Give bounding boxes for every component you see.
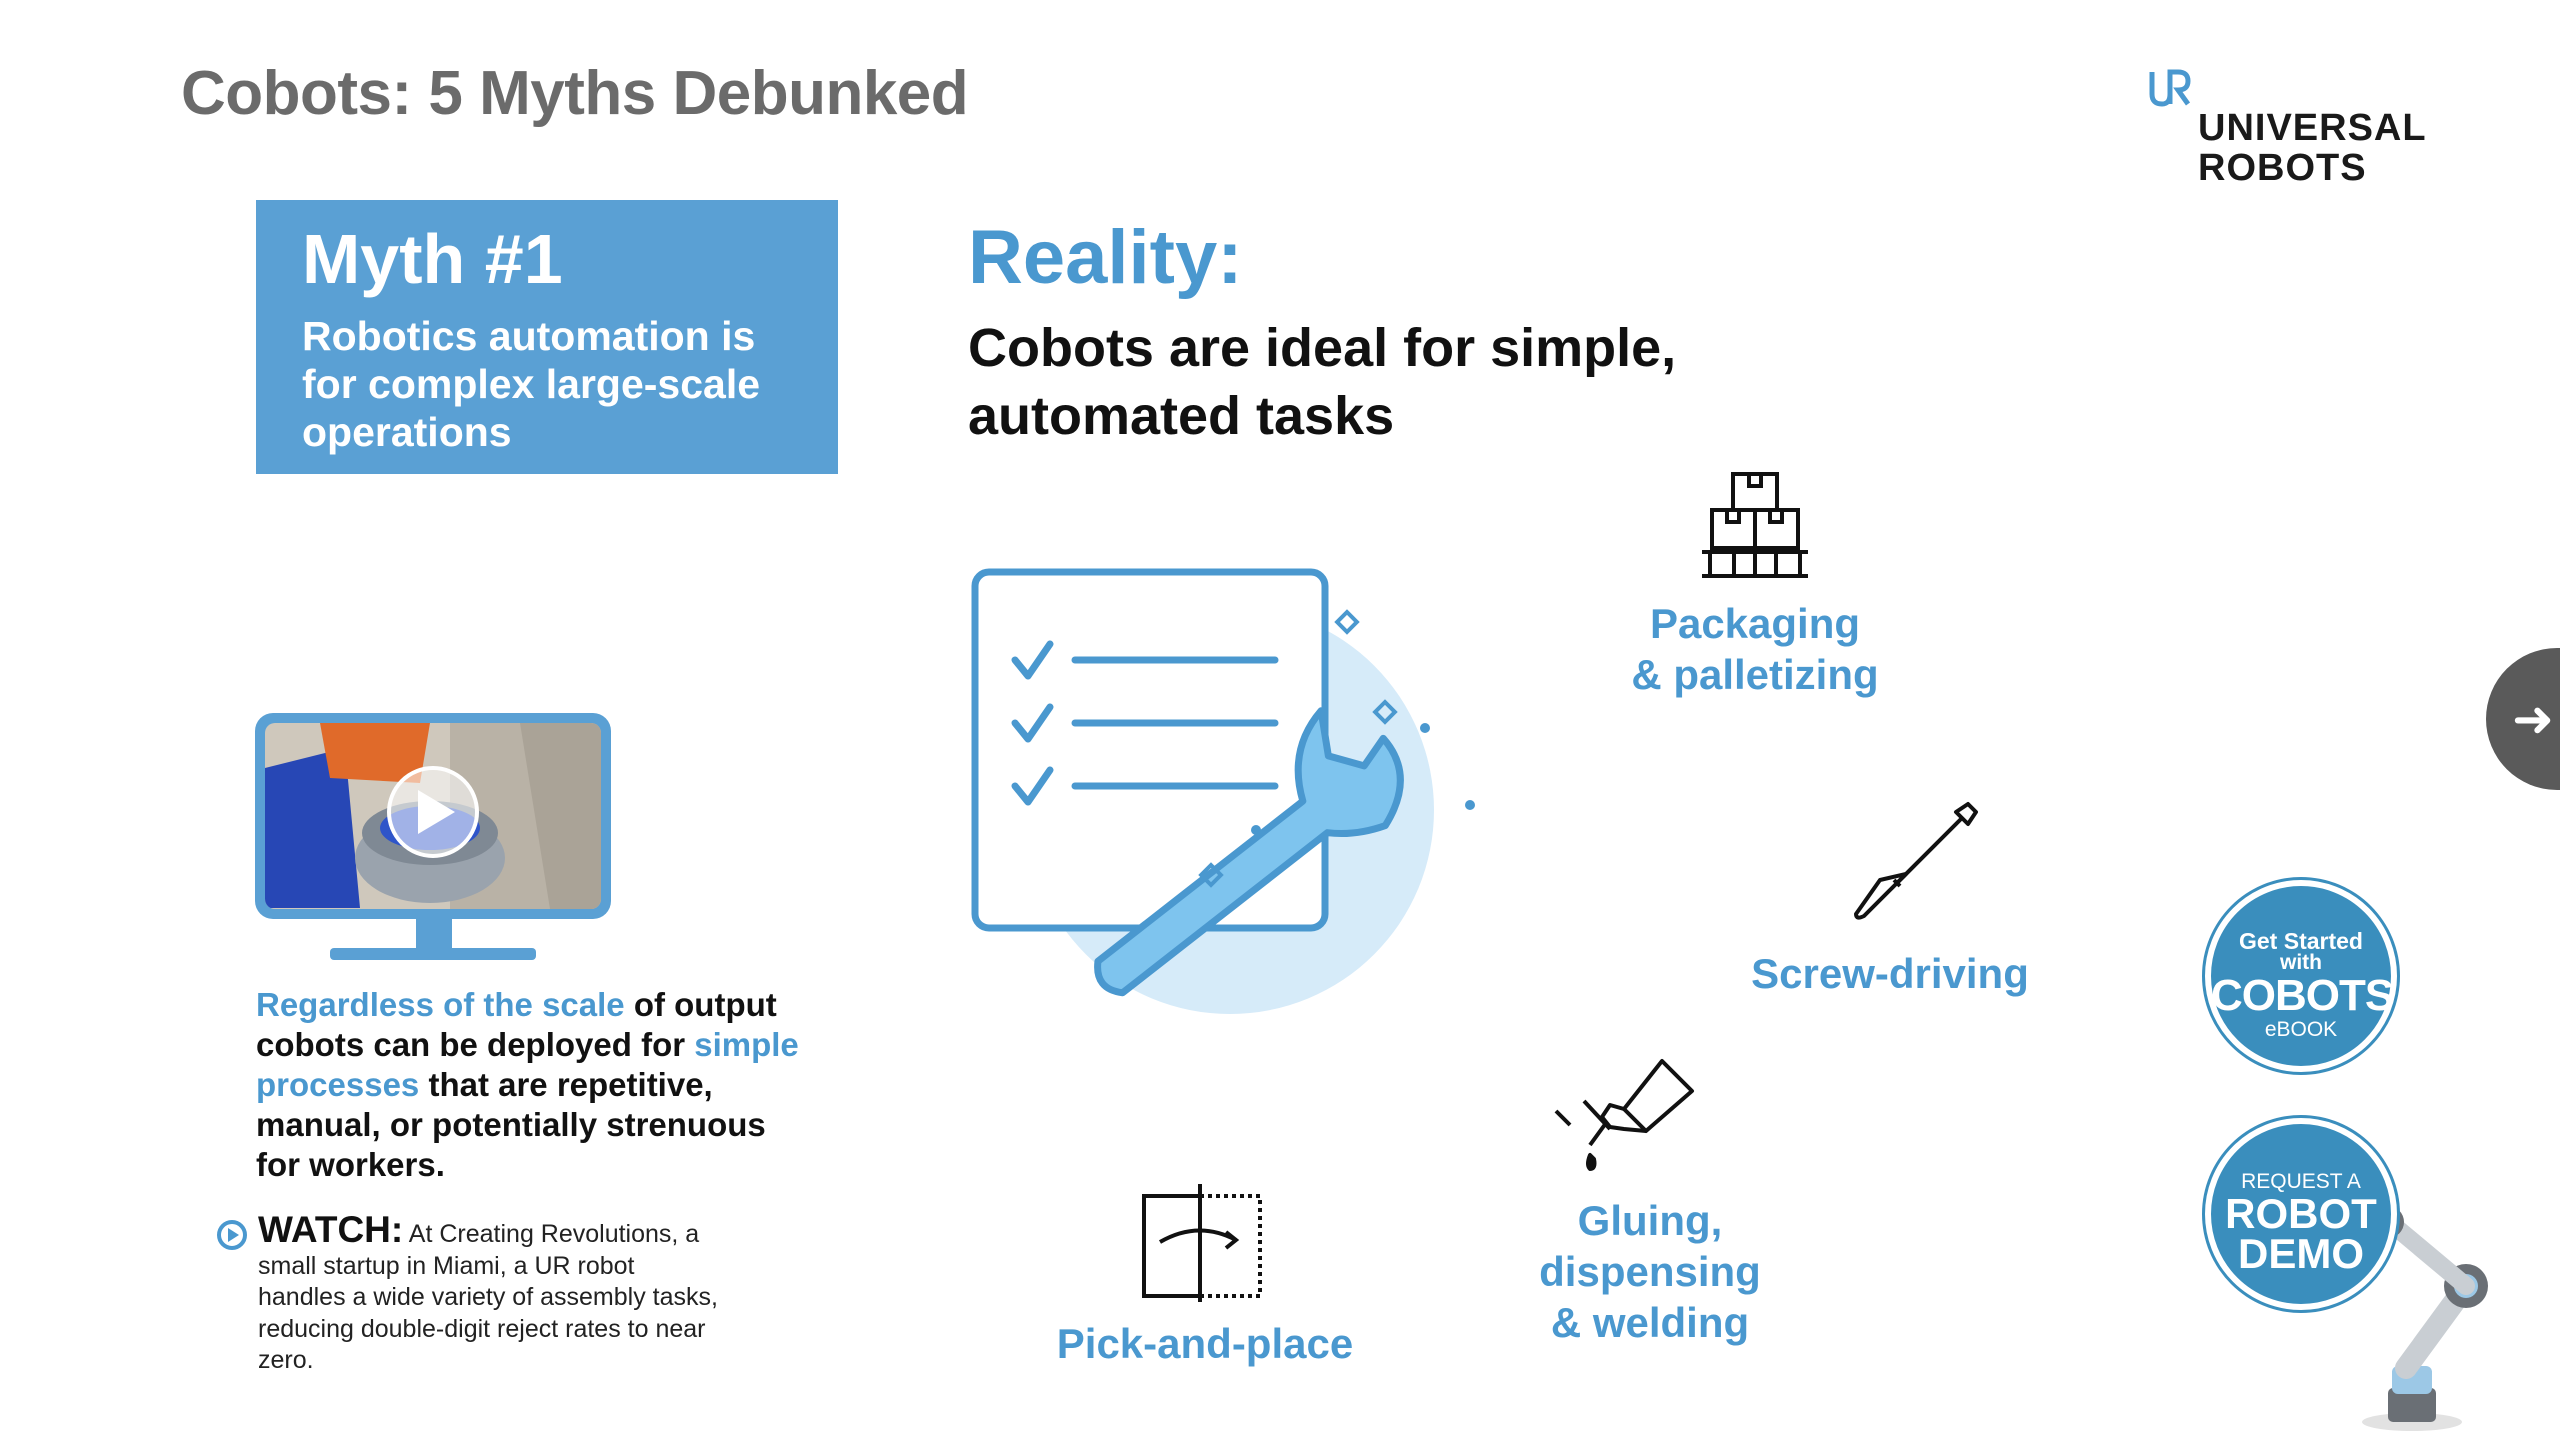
ebook-line-2: with [2280, 951, 2322, 974]
ebook-button[interactable]: Get Started with COBOTS eBOOK [2205, 880, 2397, 1072]
next-arrow-icon: ➜ [2512, 691, 2554, 747]
watch-play-icon[interactable] [216, 1219, 248, 1251]
pick-and-place-icon [1142, 1184, 1262, 1302]
watch-text: At Creating Revolutions, a small startup… [258, 1220, 718, 1374]
reality-line-2: automated tasks [968, 386, 1395, 446]
task-packaging-label: Packaging & palletizing [1560, 598, 1950, 700]
universal-robots-logo: UNIVERSAL ROBOTS [2148, 68, 2448, 188]
boxes-on-pallet-icon [1702, 472, 1808, 578]
myth-text: Robotics automation is for complex large… [302, 313, 761, 455]
body-text: Regardless of the scale of output cobots… [256, 985, 816, 1185]
highlight-scale: Regardless of the scale [256, 986, 625, 1023]
task-gluing-label: Gluing, dispensing & welding [1480, 1195, 1820, 1348]
checklist-wrench-icon [971, 568, 1475, 1014]
logo-line-1: UNIVERSAL [2198, 107, 2427, 149]
reality-label: Reality: [968, 215, 1243, 300]
glue-bottle-icon [1554, 1059, 1694, 1171]
next-slide-button[interactable]: ➜ [2486, 648, 2560, 790]
task-packaging-line-2: & palletizing [1631, 651, 1879, 698]
watch-caption: WATCH: At Creating Revolutions, a small … [258, 1211, 728, 1377]
myth-title: Myth #1 [302, 220, 563, 298]
task-screw-label: Screw-driving [1720, 948, 2060, 999]
reality-line-1: Cobots are ideal for simple, [968, 318, 1677, 378]
task-screw-line-1: Screw-driving [1751, 950, 2029, 997]
highlight-simple-processes: simple processes [256, 1026, 799, 1103]
demo-line-1: REQUEST A [2241, 1170, 2361, 1193]
video-monitor[interactable] [250, 708, 620, 968]
task-packaging-line-1: Packaging [1649, 600, 1861, 647]
task-gluing-line-1: Gluing, [1577, 1197, 1723, 1244]
watch-label[interactable]: WATCH: [258, 1209, 404, 1250]
ebook-line-3: COBOTS [2211, 971, 2394, 1020]
task-pick-label: Pick-and-place [1035, 1318, 1375, 1369]
demo-line-2: ROBOT [2225, 1190, 2377, 1237]
myth-box: Myth #1 Robotics automation is for compl… [256, 200, 838, 474]
play-icon[interactable] [387, 766, 479, 858]
reality-statement: Cobots are ideal for simple, automated t… [968, 314, 1676, 450]
logo-line-2: ROBOTS [2198, 147, 2367, 189]
request-demo-button[interactable]: REQUEST A ROBOT DEMO [2205, 1118, 2397, 1310]
ur-mark-icon [2149, 69, 2191, 107]
demo-line-3: DEMO [2238, 1230, 2364, 1277]
task-pick-line-1: Pick-and-place [1056, 1320, 1354, 1367]
body-text-part-1: of output cobots can be deployed for [256, 986, 777, 1063]
ebook-line-1: Get Started [2239, 928, 2363, 954]
ebook-line-4: eBOOK [2264, 1018, 2338, 1041]
screwdriver-icon [1854, 802, 1978, 920]
task-gluing-line-3: & welding [1550, 1299, 1750, 1346]
task-gluing-line-2: dispensing [1539, 1248, 1761, 1295]
page-title: Cobots: 5 Myths Debunked [181, 59, 969, 128]
body-text-part-2: that are repetitive, manual, or potentia… [256, 1066, 766, 1183]
